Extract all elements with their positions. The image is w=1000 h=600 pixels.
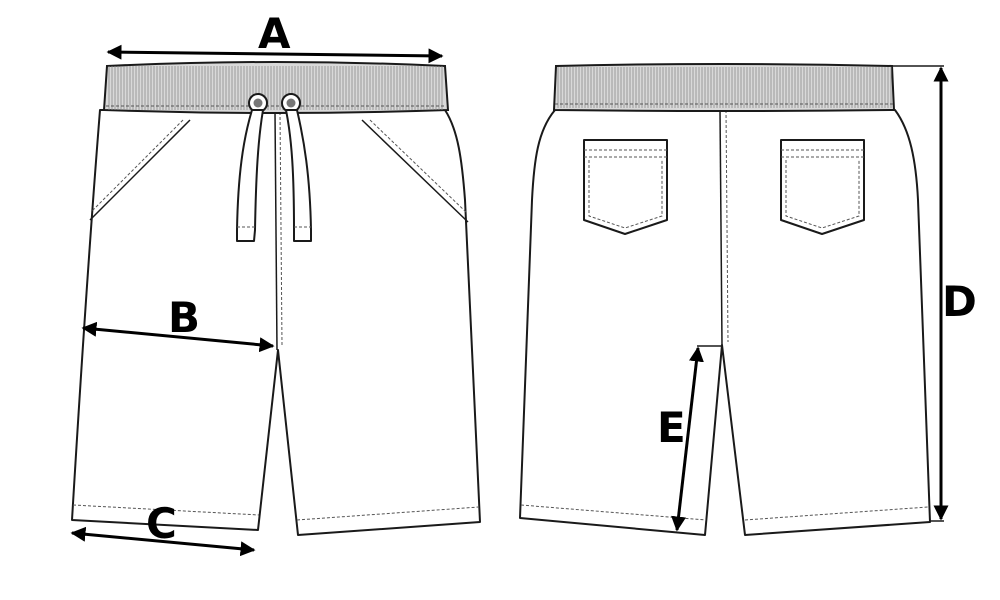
dimension-a-arrow bbox=[106, 44, 444, 64]
front-shorts-body bbox=[71, 109, 481, 536]
front-right-pocket bbox=[361, 119, 469, 223]
back-view bbox=[519, 63, 931, 536]
front-waistband bbox=[102, 61, 450, 114]
front-right-grommet-hole bbox=[286, 98, 296, 108]
front-right-hem-stitch bbox=[296, 506, 480, 521]
back-center-seam bbox=[719, 109, 723, 346]
front-center-seam bbox=[274, 111, 278, 351]
front-right-drawstring bbox=[285, 109, 312, 242]
back-right-pocket bbox=[780, 139, 865, 235]
dimension-c-arrow bbox=[70, 526, 256, 557]
front-view bbox=[71, 61, 481, 536]
dimension-d: D bbox=[893, 65, 977, 522]
label-b: B bbox=[168, 293, 200, 342]
back-center-stitch bbox=[725, 109, 729, 343]
label-d: D bbox=[942, 277, 977, 326]
label-c: C bbox=[146, 499, 177, 548]
back-left-pocket-stitch bbox=[584, 149, 667, 229]
front-left-pocket bbox=[89, 119, 191, 221]
label-e: E bbox=[657, 403, 686, 452]
dimension-e-arrow bbox=[671, 346, 704, 532]
dimension-b: B bbox=[81, 293, 275, 353]
back-waistband-ribbing bbox=[555, 67, 893, 108]
back-right-hem-stitch bbox=[744, 506, 929, 521]
back-right-pocket-stitch bbox=[781, 149, 864, 229]
front-center-stitch bbox=[279, 111, 283, 346]
back-shorts-body bbox=[519, 109, 931, 536]
dimension-e: E bbox=[657, 345, 722, 532]
back-left-hem-stitch bbox=[520, 504, 707, 521]
dimension-a: A bbox=[106, 9, 444, 64]
front-right-pocket-stitch bbox=[369, 119, 467, 213]
front-left-hem-stitch bbox=[72, 504, 260, 516]
front-left-drawstring bbox=[236, 109, 264, 242]
label-a: A bbox=[258, 9, 291, 58]
back-left-pocket bbox=[583, 139, 668, 235]
dimension-b-arrow bbox=[81, 321, 275, 353]
front-left-grommet-hole bbox=[253, 98, 263, 108]
dimension-c: C bbox=[70, 499, 256, 557]
front-left-pocket-stitch bbox=[90, 119, 184, 213]
